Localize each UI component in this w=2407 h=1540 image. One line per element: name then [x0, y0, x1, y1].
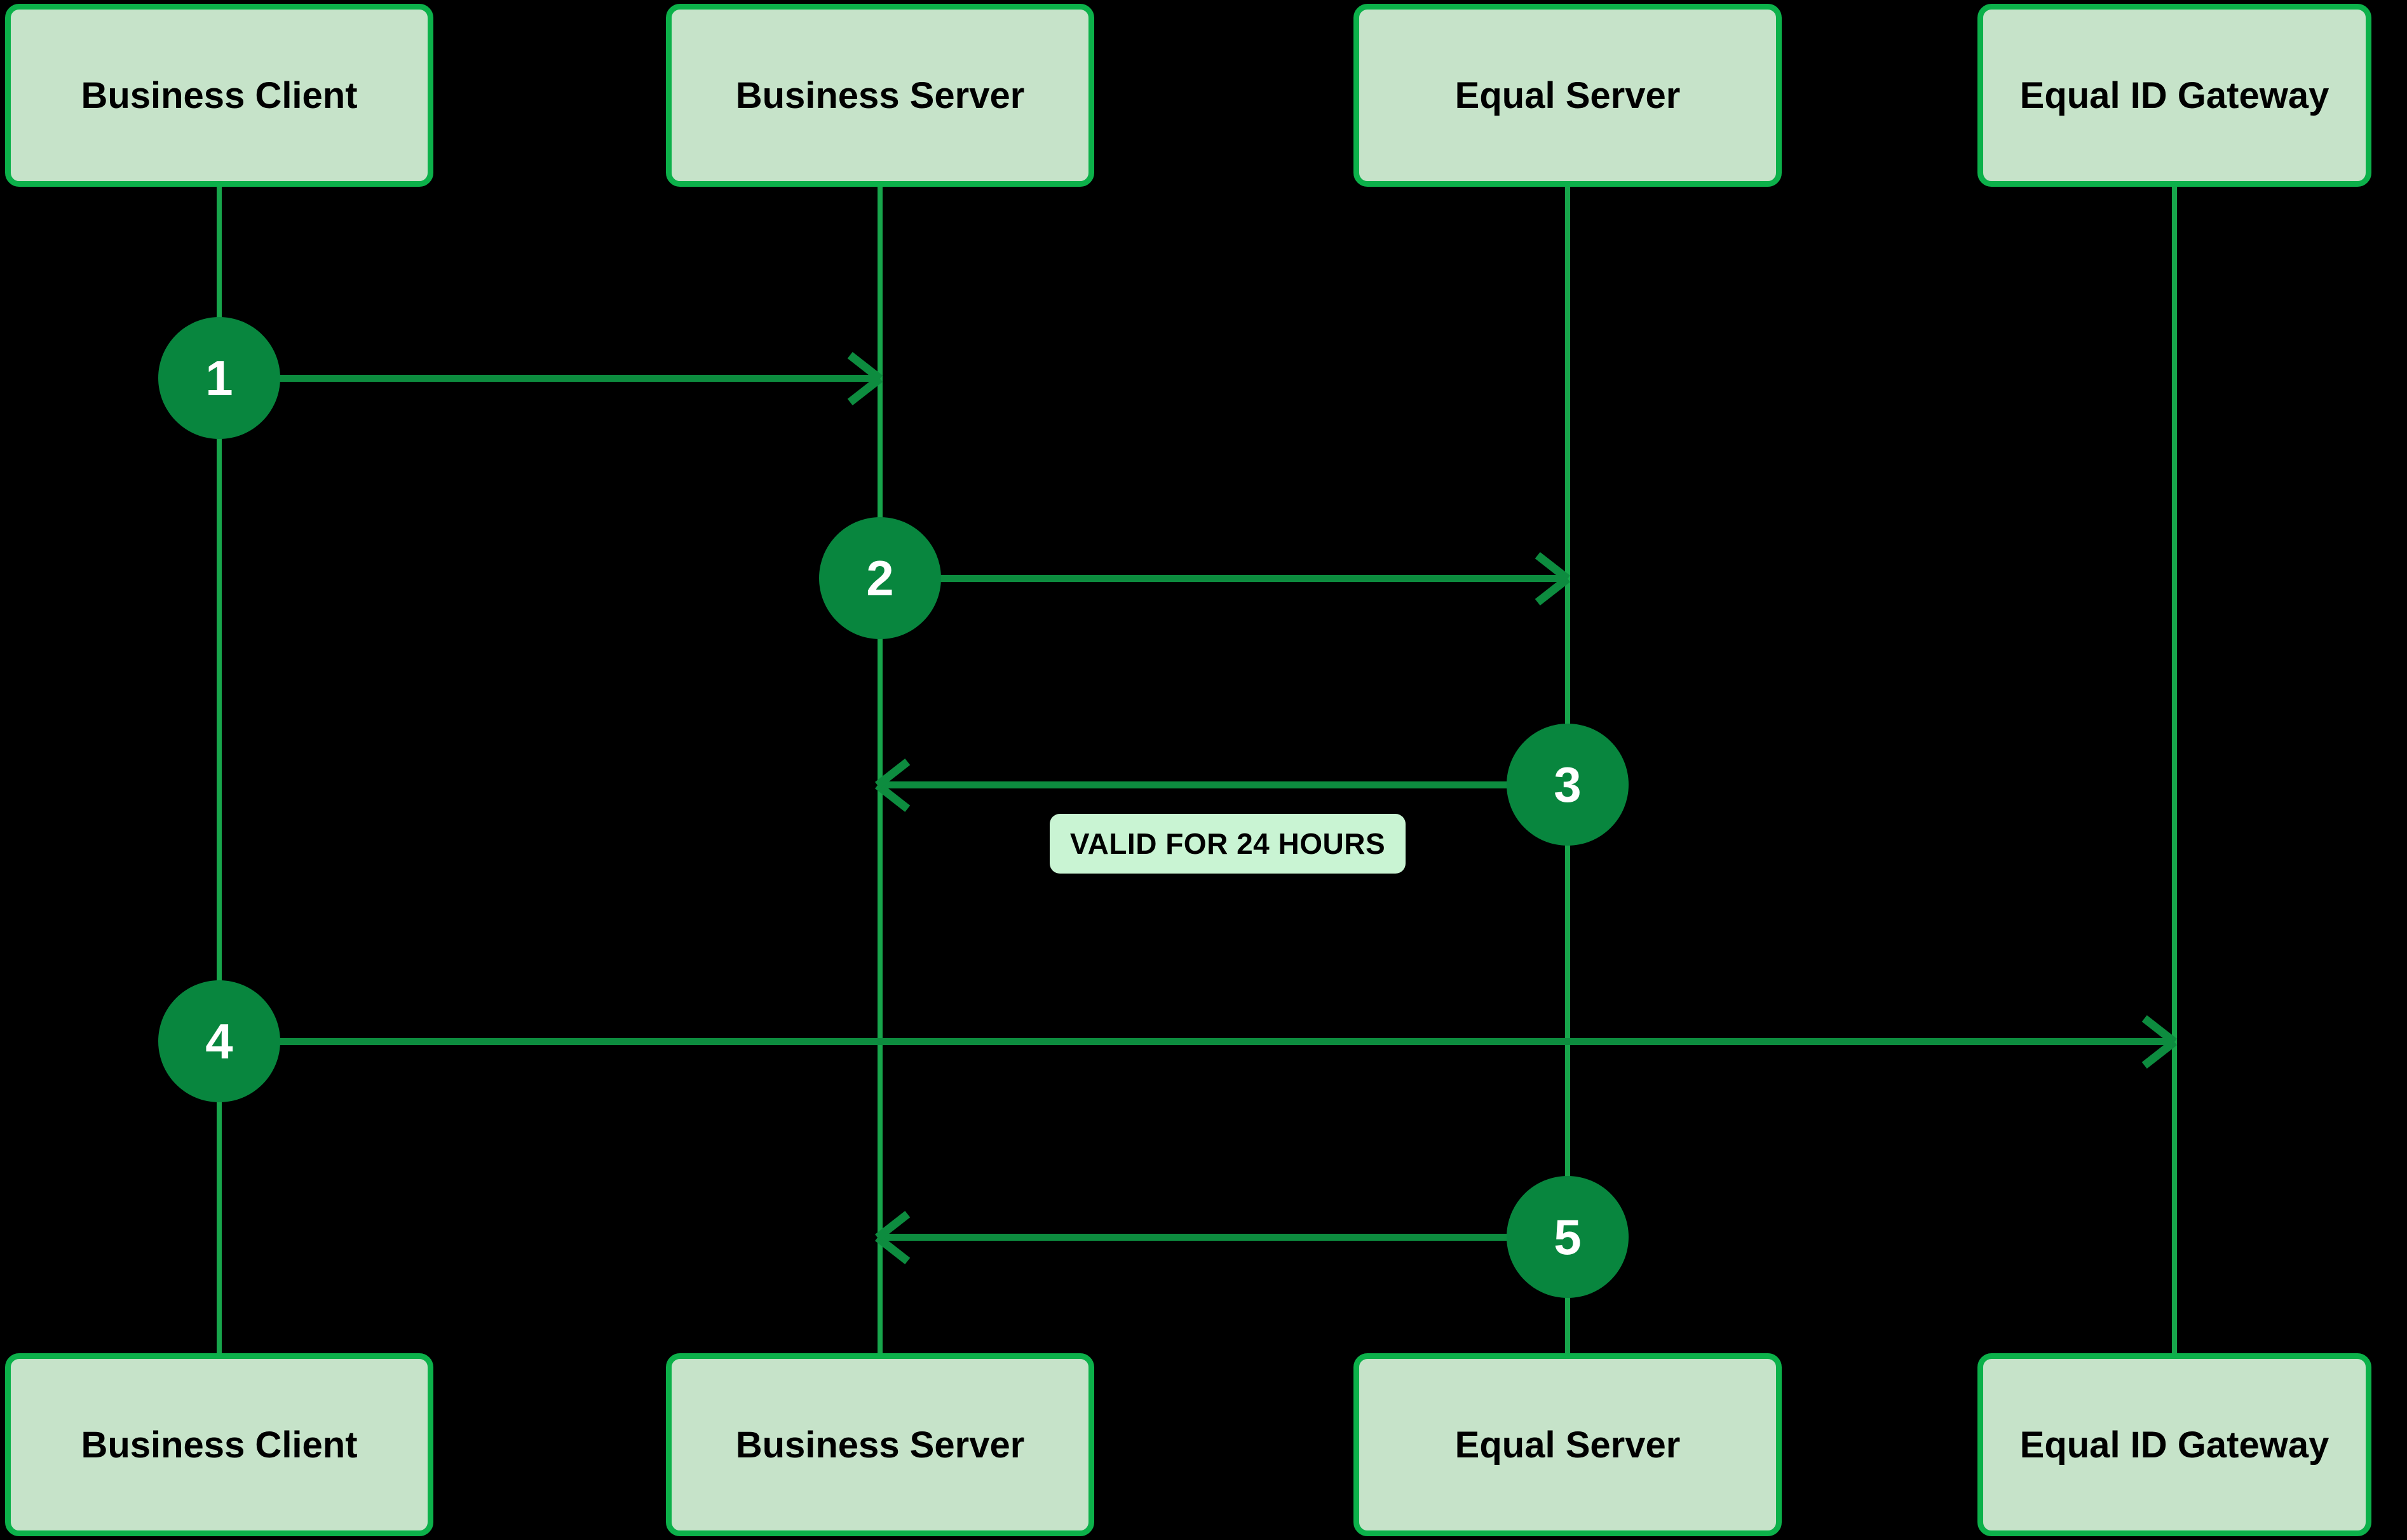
actor-box-business-server-bottom: Business Server	[666, 1353, 1094, 1536]
step-circle-2: 2	[819, 517, 941, 639]
actor-box-business-server-top: Business Server	[666, 4, 1094, 187]
actor-label: Business Server	[735, 74, 1025, 116]
message-arrow-4	[219, 1038, 2172, 1045]
actor-label: Business Server	[735, 1424, 1025, 1466]
message-arrow-2	[880, 575, 1565, 582]
actor-box-business-client-bottom: Business Client	[5, 1353, 433, 1536]
note-text: VALID FOR 24 HOURS	[1069, 827, 1386, 860]
actor-box-equal-server-bottom: Equal Server	[1353, 1353, 1782, 1536]
step-circle-3: 3	[1507, 724, 1629, 846]
actor-box-equal-server-top: Equal Server	[1353, 4, 1782, 187]
lifeline-equal-id-gateway	[2172, 184, 2177, 1357]
actor-box-equal-id-gateway-bottom: Equal ID Gateway	[1977, 1353, 2371, 1536]
step-number: 3	[1554, 757, 1582, 813]
step-number: 1	[205, 350, 233, 406]
actor-box-business-client-top: Business Client	[5, 4, 433, 187]
step-number: 5	[1554, 1209, 1582, 1265]
message-arrow-3	[880, 781, 1565, 788]
message-arrow-5	[880, 1234, 1565, 1241]
step-circle-5: 5	[1507, 1176, 1629, 1298]
lifeline-business-server	[878, 184, 883, 1357]
step-number: 4	[205, 1013, 233, 1069]
actor-box-equal-id-gateway-top: Equal ID Gateway	[1977, 4, 2371, 187]
step-circle-4: 4	[158, 980, 280, 1102]
lifeline-business-client	[217, 184, 222, 1357]
note-valid-24-hours: VALID FOR 24 HOURS	[1050, 814, 1406, 874]
actor-label: Equal Server	[1454, 1424, 1681, 1466]
step-circle-1: 1	[158, 317, 280, 439]
step-number: 2	[866, 550, 894, 606]
message-arrow-1	[219, 375, 878, 382]
actor-label: Business Client	[81, 74, 358, 116]
actor-label: Equal Server	[1454, 74, 1681, 116]
actor-label: Equal ID Gateway	[2019, 74, 2329, 116]
actor-label: Equal ID Gateway	[2019, 1424, 2329, 1466]
actor-label: Business Client	[81, 1424, 358, 1466]
